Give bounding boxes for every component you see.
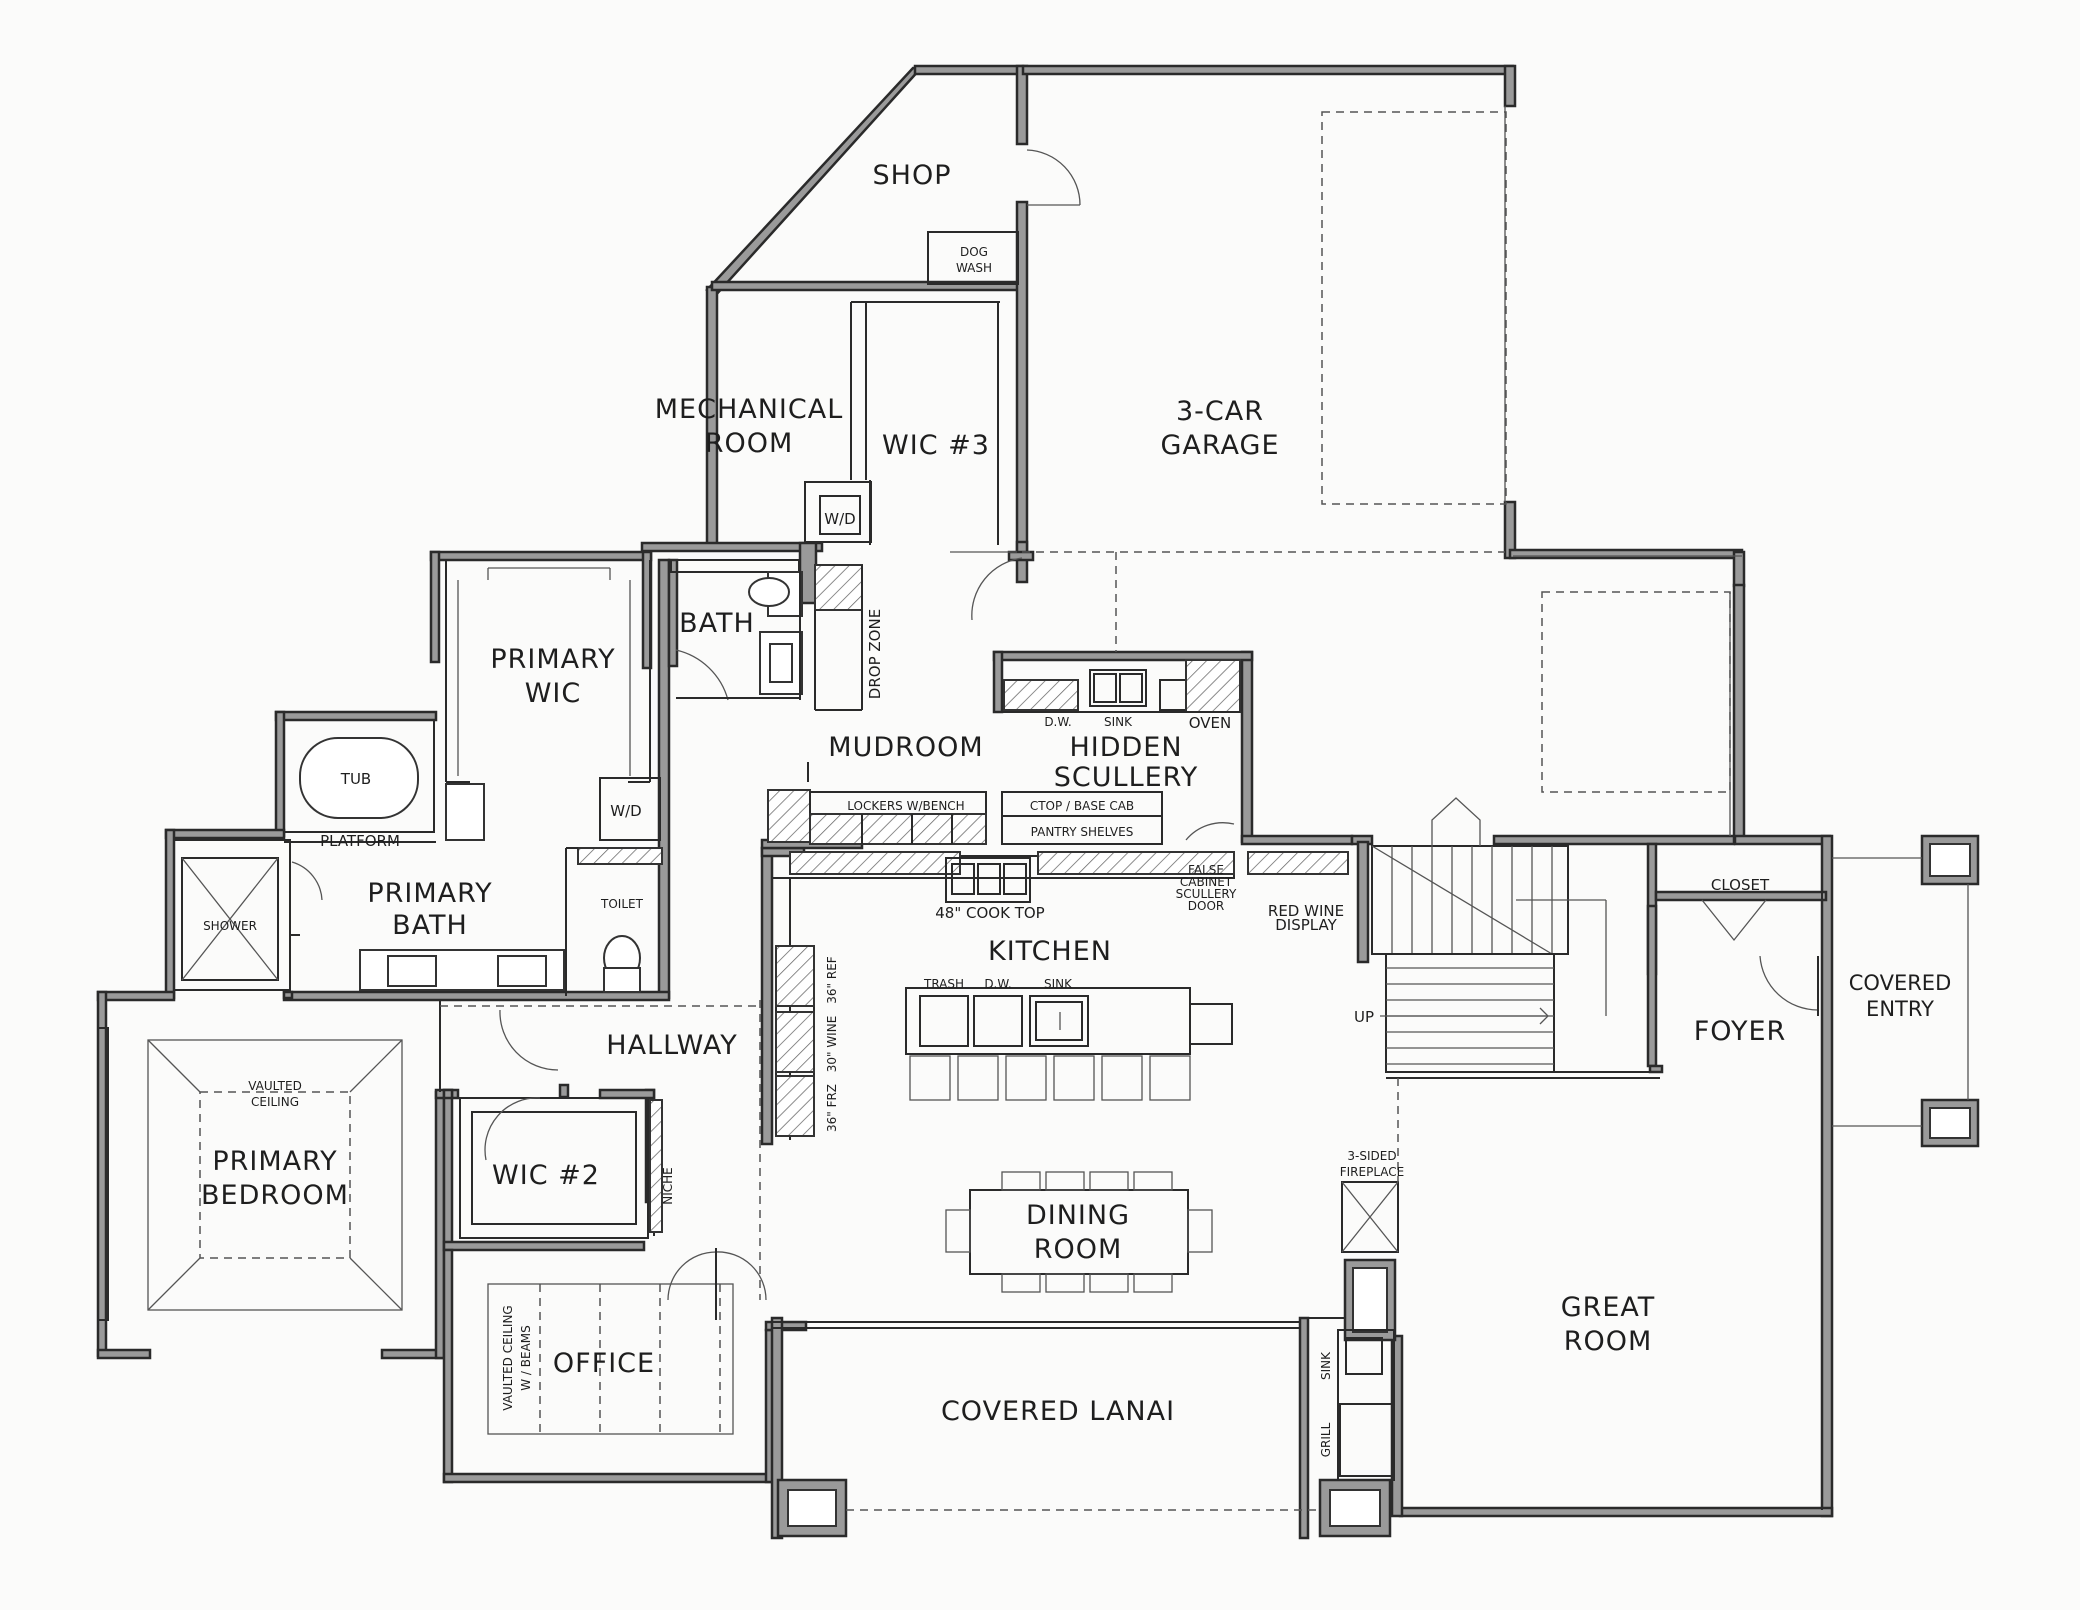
dining-label-2: ROOM — [1034, 1234, 1123, 1265]
shower-label: SHOWER — [203, 919, 257, 933]
garage-label-1: 3-CAR — [1176, 396, 1264, 427]
scullery-oven-label: OVEN — [1189, 714, 1232, 732]
primary-bath-label-2: BATH — [392, 910, 468, 941]
office-vaulted-label-1: VAULTED CEILING — [501, 1305, 515, 1410]
great-room-label-1: GREAT — [1561, 1292, 1656, 1323]
wd-primary-label: W/D — [610, 802, 641, 820]
dog-wash-label-2: WASH — [956, 261, 992, 275]
primary-wic-label-2: WIC — [525, 678, 582, 709]
lockers-label: LOCKERS W/BENCH — [847, 799, 964, 813]
pantry-label: PANTRY SHELVES — [1031, 825, 1134, 839]
walls — [96, 64, 1980, 1540]
red-wine-label-1: RED WINE — [1268, 902, 1344, 920]
island-sink-label: SINK — [1044, 977, 1073, 991]
toilet-label: TOILET — [600, 897, 644, 911]
dog-wash-label-1: DOG — [960, 245, 988, 259]
interior-lines — [97, 106, 1969, 1511]
great-room-label-2: ROOM — [1564, 1326, 1653, 1357]
office-label: OFFICE — [553, 1348, 655, 1379]
false-cabinet-label-3: SCULLERY — [1176, 887, 1237, 901]
wic3-label: WIC #3 — [882, 430, 990, 461]
hallway-label: HALLWAY — [606, 1030, 737, 1061]
vaulted-label-1: VAULTED — [248, 1079, 302, 1093]
mudroom-label: MUDROOM — [828, 732, 983, 763]
outdoor-sink-label: SINK — [1319, 1351, 1333, 1380]
red-wine-label-2: DISPLAY — [1275, 916, 1337, 934]
scullery-label-2: SCULLERY — [1054, 762, 1198, 793]
stair-up-label: UP — [1354, 1008, 1374, 1026]
shop-label: SHOP — [873, 160, 952, 191]
wd-upper-label: W/D — [824, 510, 855, 528]
ctop-label: CTOP / BASE CAB — [1030, 799, 1134, 813]
island-dw-label: D.W. — [984, 977, 1011, 991]
tub-label: TUB — [340, 770, 371, 788]
wic2-label: WIC #2 — [492, 1160, 600, 1191]
lanai-label: COVERED LANAI — [941, 1396, 1175, 1427]
false-cabinet-label-2: CABINET — [1180, 875, 1233, 889]
false-cabinet-label-4: DOOR — [1188, 899, 1224, 913]
trash-label: TRASH — [923, 977, 964, 991]
kitchen-label: KITCHEN — [988, 936, 1112, 967]
covered-entry-label-1: COVERED — [1849, 971, 1952, 995]
niche-label: NICHE — [661, 1167, 675, 1205]
primary-bedroom-label-1: PRIMARY — [212, 1146, 337, 1177]
false-cabinet-label-1: FALSE — [1188, 863, 1224, 877]
fireplace-label-1: 3-SIDED — [1347, 1149, 1396, 1163]
fireplace-label-2: FIREPLACE — [1340, 1165, 1405, 1179]
scullery-label-1: HIDDEN — [1069, 732, 1182, 763]
primary-wic-label-1: PRIMARY — [490, 644, 615, 675]
ref-label: 36" REF — [825, 956, 839, 1004]
drop-zone-label: DROP ZONE — [866, 609, 884, 699]
grill-label: GRILL — [1319, 1422, 1333, 1457]
scullery-dw-label: D.W. — [1044, 715, 1071, 729]
bath-label: BATH — [679, 608, 755, 639]
garage-label-2: GARAGE — [1160, 430, 1279, 461]
vaulted-label-2: CEILING — [251, 1095, 299, 1109]
dining-label-1: DINING — [1026, 1200, 1130, 1231]
platform-label: PLATFORM — [320, 832, 400, 850]
covered-entry-label-2: ENTRY — [1866, 997, 1934, 1021]
mechanical-label-1: MECHANICAL — [655, 394, 844, 425]
cooktop-label: 48" COOK TOP — [935, 904, 1044, 922]
wine-label: 30" WINE — [825, 1016, 839, 1073]
primary-bath-label-1: PRIMARY — [367, 878, 492, 909]
foyer-label: FOYER — [1694, 1016, 1787, 1047]
mechanical-label-2: ROOM — [705, 428, 794, 459]
closet-label: CLOSET — [1711, 876, 1770, 894]
scullery-sink-label: SINK — [1104, 715, 1133, 729]
office-vaulted-label-2: W / BEAMS — [519, 1325, 533, 1391]
primary-bedroom-label-2: BEDROOM — [201, 1180, 349, 1211]
frz-label: 36" FRZ — [825, 1084, 839, 1132]
labels: SHOP DOG WASH MECHANICAL ROOM WIC #3 3-C… — [201, 160, 1951, 1457]
